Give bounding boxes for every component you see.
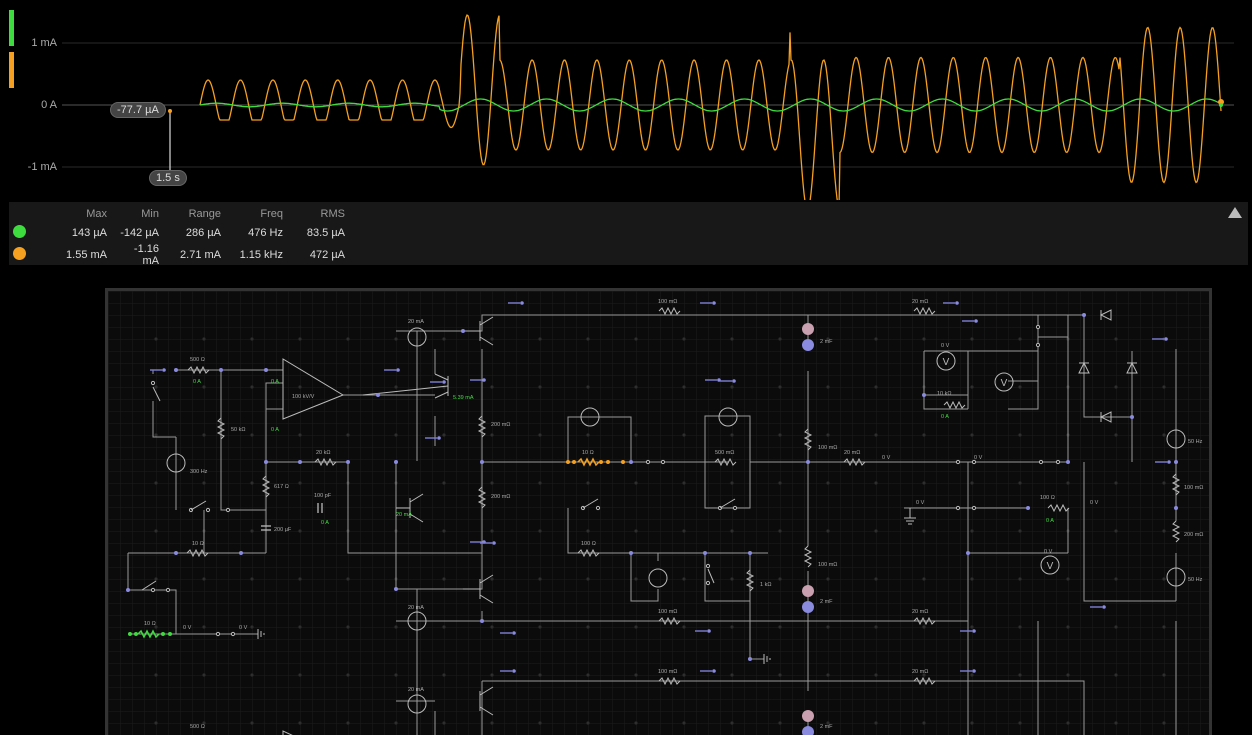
label-200m-ohm: 200 mΩ [491,494,510,500]
label-20k-ohm: 20 kΩ [316,450,331,456]
label-10k-ohm: 10 kΩ [937,391,952,397]
label-current-source: 20 mA [408,687,424,693]
axis-label-top: 1 mA [31,37,57,49]
label-2mf: 2 mF [820,599,833,605]
trace-orange [199,14,1222,200]
label-transistor-current: 20 mA [396,512,412,518]
label-current-0a: 0 A [271,427,279,433]
label-0v: 0 V [1090,500,1099,506]
label-10-ohm: 10 Ω [192,541,204,547]
label-100m-ohm: 100 mΩ [1184,485,1203,491]
label-100m-ohm: 100 mΩ [658,669,677,675]
cursor-time-badge: 1.5 s [149,170,187,186]
label-50k-ohm: 50 kΩ [231,427,246,433]
cursor-value-badge: -77.7 µA [110,102,166,118]
scope-stats-panel: Max Min Range Freq RMS 143 µA -142 µA 28… [9,202,1248,268]
label-20m-ohm: 20 mΩ [912,609,928,615]
header-max: Max [86,207,107,220]
trace-end-marker-orange [1218,99,1224,105]
trace-end-marker-green [1219,103,1223,107]
circuit-schematic[interactable]: V V V [108,291,1212,735]
label-current-0a: 0 A [1046,518,1054,524]
svg-text:V: V [1047,561,1054,572]
label-0v: 0 V [1044,549,1053,555]
label-100m-ohm: 100 mΩ [658,609,677,615]
cursor-point [168,109,172,113]
header-freq: Freq [260,207,283,220]
label-500-ohm: 500 Ω [190,724,205,730]
svg-text:V: V [1001,378,1008,389]
label-20m-ohm: 20 mΩ [844,450,860,456]
stat-max: 1.55 mA [66,249,107,261]
trace-dot-orange[interactable] [13,247,26,260]
label-200m-ohm: 200 mΩ [1184,532,1203,538]
stat-range: 2.71 mA [180,249,221,261]
electrolytic-capacitor[interactable] [802,323,814,735]
label-200uf: 200 µF [274,527,292,533]
stats-table: Max Min Range Freq RMS 143 µA -142 µA 28… [9,204,351,268]
circuit-canvas[interactable]: V V V [105,288,1212,735]
label-current-0a: 0 A [271,379,279,385]
label-10-ohm: 10 Ω [144,621,156,627]
label-0v: 0 V [916,500,925,506]
label-100-ohm: 100 Ω [1040,495,1055,501]
stat-rms: 472 µA [309,249,345,261]
label-current-source: 20 mA [408,605,424,611]
header-rms: RMS [320,207,345,220]
label-2mf: 2 mF [820,339,833,345]
label-100-ohm: 100 Ω [581,541,596,547]
label-500m-ohm: 500 mΩ [715,450,734,456]
label-1k-ohm: 1 kΩ [760,582,771,588]
label-0v: 0 V [882,455,891,461]
stat-rms: 83.5 µA [306,226,345,239]
axis-label-zero: 0 A [41,99,57,111]
axis-label-bottom: -1 mA [27,161,57,173]
stat-range: 286 µA [185,226,221,239]
label-500-ohm: 500 Ω [190,357,205,363]
label-300hz: 300 Hz [190,469,208,475]
label-2mf: 2 mF [820,724,833,730]
stats-row-orange[interactable]: 1.55 mA -1.16 mA 2.71 mA 1.15 kHz 472 µA [9,242,351,268]
label-0v: 0 V [974,455,983,461]
trace-dot-green[interactable] [13,224,26,238]
label-50hz: 50 Hz [1188,577,1203,583]
label-current-0a: 0 A [321,520,329,526]
label-100pf: 100 pF [314,493,332,499]
label-current-source: 20 mA [408,319,424,325]
label-20m-ohm: 20 mΩ [912,669,928,675]
scope-plot[interactable] [0,0,1252,200]
header-range: Range [188,207,221,220]
label-200m-ohm: 200 mΩ [491,422,510,428]
triangle-up-icon[interactable] [1228,207,1242,218]
trace-color-swatch-green [9,10,14,46]
label-100m-ohm: 100 mΩ [818,562,837,568]
header-min: Min [141,207,159,220]
label-617-ohm: 617 Ω [274,484,289,490]
stat-min: -142 µA [120,226,159,239]
label-0v: 0 V [941,343,950,349]
label-100m-ohm: 100 mΩ [818,445,837,451]
label-transistor-current: 5.39 mA [453,395,474,401]
oscilloscope[interactable]: 1 mA 0 A -1 mA -77.7 µA 1.5 s [0,0,1252,200]
opamp-symbol[interactable] [282,358,345,420]
stats-row-green[interactable]: 143 µA -142 µA 286 µA 476 Hz 83.5 µA [9,223,351,242]
stat-max: 143 µA [71,226,107,239]
label-current-0a: 0 A [941,414,949,420]
stats-header-row: Max Min Range Freq RMS [9,204,351,223]
stat-freq: 476 Hz [248,226,283,239]
trace-green [199,98,1222,112]
label-50hz: 50 Hz [1188,439,1203,445]
stat-freq: 1.15 kHz [239,249,283,261]
label-100m-ohm: 100 mΩ [658,299,677,305]
label-opamp-gain: 100 kV/V [292,394,315,400]
svg-text:V: V [943,357,950,368]
label-0v: 0 V [183,625,192,631]
label-current-0a: 0 A [193,379,201,385]
trace-color-swatch-orange [9,52,14,88]
label-0v: 0 V [239,625,248,631]
label-10-ohm: 10 Ω [582,450,594,456]
label-20m-ohm: 20 mΩ [912,299,928,305]
stat-min: -1.16 mA [133,243,159,267]
